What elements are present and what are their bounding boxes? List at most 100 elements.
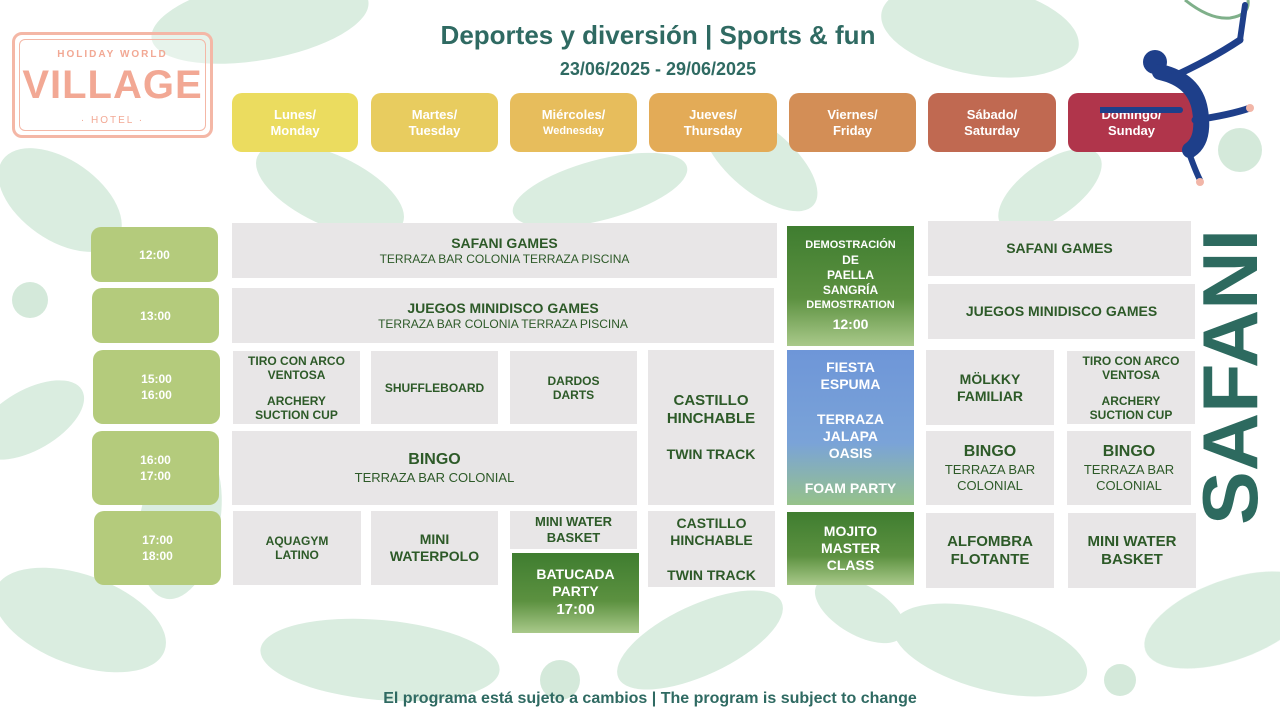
event-aquagym-latino: AQUAGYM LATINO xyxy=(233,511,361,585)
event-location: TERRAZA BAR xyxy=(944,462,1036,477)
day-en: Thursday xyxy=(683,122,743,138)
logo-main-text: VILLAGE xyxy=(22,63,203,107)
event-line: TWIN TRACK xyxy=(667,566,756,583)
event-line: HINCHABLE xyxy=(666,410,756,427)
event-line: ARCHERY xyxy=(267,393,326,408)
event-line: MINI WATER xyxy=(534,514,613,529)
event-line: BASKET xyxy=(1101,550,1163,568)
event-location: TERRAZA BAR COLONIA TERRAZA PISCINA xyxy=(378,316,628,331)
date-range: 23/06/2025 - 29/06/2025 xyxy=(559,59,757,79)
event-line: PAELLA xyxy=(826,267,875,282)
event-batucada-party: BATUCADA PARTY 17:00 xyxy=(512,553,639,633)
day-en: Sunday xyxy=(1108,122,1155,138)
day-es: Viernes/ xyxy=(827,106,878,122)
time-label: 16:00 xyxy=(140,453,171,467)
day-header-tuesday: Martes/ Tuesday xyxy=(371,93,498,152)
event-line: TIRO CON ARCO xyxy=(1082,353,1180,368)
time-label: 13:00 xyxy=(140,308,171,323)
event-line: DE xyxy=(842,252,859,267)
event-line: DARTS xyxy=(552,387,595,402)
day-en: Saturday xyxy=(964,122,1020,138)
event-line: FAMILIAR xyxy=(956,387,1024,404)
event-line: SUCTION CUP xyxy=(255,407,338,422)
event-line: VENTOSA xyxy=(1102,367,1160,382)
time-label: 17:00 xyxy=(142,533,173,547)
day-header-wednesday: Miércoles/ Wednesday xyxy=(510,93,637,152)
safani-brand-text: SAFANI xyxy=(1195,229,1273,525)
event-bingo: BINGO TERRAZA BAR COLONIAL xyxy=(232,431,637,505)
day-en: Monday xyxy=(270,122,320,138)
monkey-illustration xyxy=(1100,0,1254,186)
day-es: Martes/ xyxy=(411,106,458,122)
day-en: Friday xyxy=(832,122,872,138)
event-line: ARCHERY xyxy=(1101,393,1161,408)
event-paella-demonstration: DEMOSTRACIÓN DE PAELLA SANGRÍA DEMOSTRAT… xyxy=(787,226,914,346)
day-es: Sábado/ xyxy=(966,106,1018,122)
day-header-saturday: Sábado/ Saturday xyxy=(928,93,1056,152)
event-mini-water-basket-sunday: MINI WATER BASKET xyxy=(1068,513,1196,588)
event-castillo-hinchable: CASTILLO HINCHABLE TWIN TRACK xyxy=(648,350,774,505)
event-title: BINGO xyxy=(1102,443,1156,460)
event-line: ALFOMBRA xyxy=(947,532,1033,550)
day-header-friday: Viernes/ Friday xyxy=(789,93,916,152)
event-line: CASTILLO xyxy=(673,392,749,409)
event-mojito-master-class: MOJITO MASTER CLASS xyxy=(787,512,914,585)
logo-bottom-text: · HOTEL · xyxy=(80,115,145,126)
event-title: JUEGOS MINIDISCO GAMES xyxy=(965,303,1158,319)
footer-disclaimer: El programa está sujeto a cambios | The … xyxy=(383,690,917,707)
event-line: LATINO xyxy=(275,548,319,562)
event-line: FIESTA xyxy=(826,358,875,375)
safani-brand-vertical: SAFANI xyxy=(1195,229,1273,525)
time-label: 12:00 xyxy=(139,247,170,262)
event-title: SAFANI GAMES xyxy=(451,234,558,251)
day-header-monday: Lunes/ Monday xyxy=(232,93,358,152)
day-header-thursday: Jueves/ Thursday xyxy=(649,93,777,152)
event-title: SHUFFLEBOARD xyxy=(384,380,485,395)
day-header-sunday: Domingo/ Sunday xyxy=(1068,93,1195,152)
event-line: HINCHABLE xyxy=(670,531,753,548)
day-es: Lunes/ xyxy=(274,106,316,122)
event-mini-water-basket-wednesday: MINI WATER BASKET xyxy=(510,511,637,549)
event-line: AQUAGYM xyxy=(265,534,329,548)
event-line: MOJITO xyxy=(823,523,878,539)
event-line: TIRO CON ARCO xyxy=(248,353,345,368)
time-slot-1700-1800: 17:00 18:00 xyxy=(94,511,221,585)
event-location: TERRAZA BAR COLONIA TERRAZA PISCINA xyxy=(379,251,630,266)
event-castillo-hinchable-late: CASTILLO HINCHABLE TWIN TRACK xyxy=(648,511,775,587)
event-time: 17:00 xyxy=(556,601,595,618)
time-label: 15:00 xyxy=(141,372,172,386)
event-shuffleboard: SHUFFLEBOARD xyxy=(371,351,498,424)
event-line: FLOTANTE xyxy=(950,550,1030,568)
event-line: WATERPOLO xyxy=(389,548,480,564)
event-alfombra-flotante: ALFOMBRA FLOTANTE xyxy=(926,513,1054,588)
time-label: 17:00 xyxy=(140,469,171,483)
event-line: JALAPA xyxy=(823,427,878,444)
day-es: Jueves/ xyxy=(689,106,737,122)
event-archery-monday: TIRO CON ARCO VENTOSA ARCHERY SUCTION CU… xyxy=(233,351,360,424)
event-location: TERRAZA BAR xyxy=(1083,462,1175,477)
event-time: 12:00 xyxy=(832,315,869,332)
day-en: Tuesday xyxy=(408,122,461,138)
time-label: 16:00 xyxy=(141,388,172,402)
event-molkky-familiar: MÖLKKY FAMILIAR xyxy=(926,350,1054,425)
day-en: Wednesday xyxy=(543,124,604,137)
event-title: BINGO xyxy=(963,443,1017,460)
time-slot-1600-1700: 16:00 17:00 xyxy=(92,431,219,505)
event-line: BASKET xyxy=(546,530,601,545)
page-title: Deportes y diversión | Sports & fun xyxy=(440,20,876,50)
event-safani-games-saturday: SAFANI GAMES xyxy=(928,221,1191,276)
event-line: TWIN TRACK xyxy=(666,446,756,462)
event-location: COLONIAL xyxy=(1096,478,1162,493)
event-line: MÖLKKY xyxy=(959,370,1021,387)
event-title: SAFANI GAMES xyxy=(1006,240,1113,256)
event-line: MASTER xyxy=(820,540,881,556)
day-es: Miércoles/ xyxy=(541,106,606,122)
event-title: JUEGOS MINIDISCO GAMES xyxy=(407,299,599,316)
event-darts: DARDOS DARTS xyxy=(510,351,637,424)
event-title: BINGO xyxy=(408,451,461,468)
event-location: COLONIAL xyxy=(957,478,1023,493)
time-slot-1200: 12:00 xyxy=(91,227,218,282)
event-location: TERRAZA BAR COLONIAL xyxy=(354,470,515,485)
event-line: BATUCADA xyxy=(536,566,615,582)
event-line: MINI WATER xyxy=(1087,532,1177,550)
